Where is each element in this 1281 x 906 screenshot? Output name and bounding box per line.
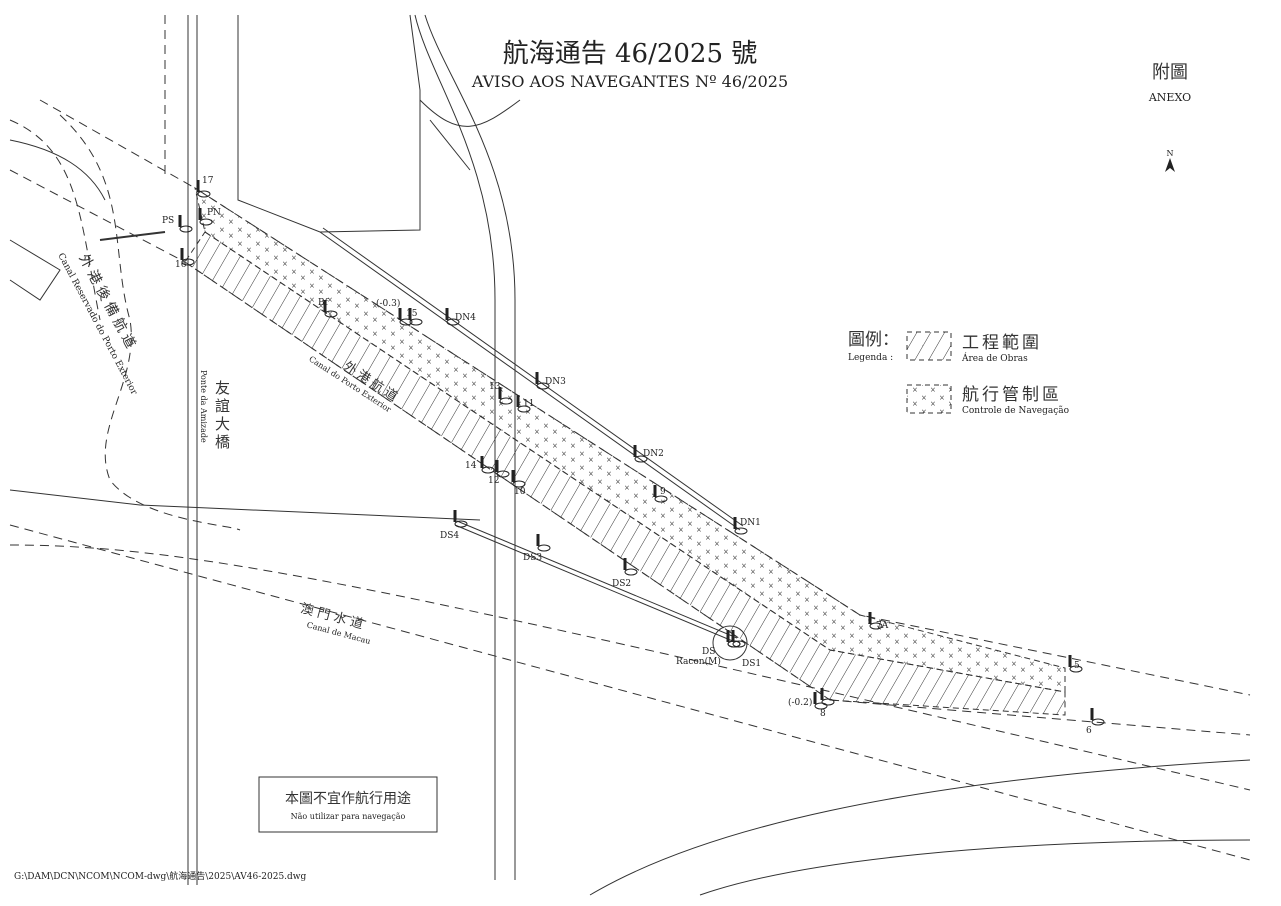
racon-circle bbox=[712, 625, 748, 661]
disclaimer-portuguese: Não utilizar para navegação bbox=[291, 812, 406, 821]
buoys bbox=[178, 180, 1105, 726]
marker-label: 17 bbox=[202, 176, 214, 186]
marker-label: Bf bbox=[318, 298, 329, 308]
marker-label: 5 bbox=[1074, 661, 1080, 671]
buoy-icon bbox=[408, 308, 423, 326]
marker-label: 16 bbox=[175, 260, 187, 270]
svg-text:Área de Obras: Área de Obras bbox=[961, 352, 1028, 364]
buoy-icon bbox=[633, 445, 648, 463]
buoy-icon bbox=[323, 300, 338, 318]
marker-label: DN1 bbox=[740, 518, 761, 528]
marker-label: 10 bbox=[514, 487, 526, 497]
navigation-control-area bbox=[194, 186, 1066, 693]
buoy-icon bbox=[196, 180, 211, 198]
buoy-icon bbox=[653, 485, 668, 503]
legend-cross-swatch bbox=[906, 384, 952, 414]
marker-label: 13 bbox=[489, 382, 501, 392]
svg-text:工程範圍: 工程範圍 bbox=[962, 333, 1042, 353]
marker-label: DN3 bbox=[545, 377, 566, 387]
marker-label: PS bbox=[162, 216, 174, 226]
buoy-icon bbox=[813, 692, 828, 710]
buoy-icon bbox=[198, 208, 213, 226]
marker-label: 9 bbox=[660, 487, 666, 497]
title-portuguese: AVISO AOS NAVEGANTES Nº 46/2025 bbox=[471, 72, 788, 91]
svg-text:圖例：: 圖例： bbox=[848, 330, 899, 350]
marker-label: DS3 bbox=[523, 553, 542, 563]
marker-label: 14 bbox=[465, 461, 477, 471]
buoy-icon bbox=[868, 612, 883, 630]
svg-text:N: N bbox=[1167, 149, 1174, 158]
buoy-icon bbox=[535, 372, 550, 390]
marker-label: DN4 bbox=[455, 313, 476, 323]
marker-label: DS1 bbox=[742, 659, 761, 669]
buoy-icon bbox=[733, 517, 748, 535]
legend: 圖例： Legenda : 工程範圍 Área de Obras 航行管制區 C… bbox=[848, 330, 1069, 416]
channel-limits bbox=[9, 15, 1251, 861]
buoy-icon bbox=[398, 308, 413, 326]
marker-label: 7A bbox=[876, 621, 889, 631]
buoy-icon bbox=[731, 630, 746, 648]
buoy-icon bbox=[453, 510, 468, 528]
friendship-bridge bbox=[187, 15, 198, 885]
works-area bbox=[184, 231, 1066, 716]
buoy-icon bbox=[445, 308, 460, 326]
svg-text:Controle de Navegação: Controle de Navegação bbox=[962, 405, 1069, 416]
marker-label: DN2 bbox=[643, 449, 664, 459]
legend-hatch-swatch bbox=[906, 331, 952, 361]
north-arrow-icon: N bbox=[1165, 149, 1175, 172]
svg-text:友誼大橋: 友誼大橋 bbox=[213, 380, 231, 452]
buoy-icon bbox=[820, 688, 835, 706]
buoy-icon bbox=[1068, 655, 1083, 673]
marker-label: 15 bbox=[406, 309, 418, 319]
coastline-features bbox=[9, 14, 1251, 896]
marker-label: Racon(M) bbox=[676, 656, 721, 667]
marker-label: 6 bbox=[1086, 726, 1092, 736]
buoy-icon bbox=[178, 215, 193, 233]
file-path: G:\DAM\DCN\NCOM\NCOM-dwg\航海通告\2025\AV46-… bbox=[14, 870, 307, 882]
buoy-icon bbox=[480, 456, 495, 474]
buoy-icon bbox=[536, 534, 551, 552]
marker-label: PN bbox=[207, 208, 221, 218]
marker-label: (-0.3) bbox=[376, 298, 400, 309]
marker-label: DS4 bbox=[440, 531, 459, 541]
disclaimer-chinese: 本圖不宜作航行用途 bbox=[285, 790, 411, 807]
buoy-icon bbox=[511, 470, 526, 488]
buoy-icon bbox=[180, 248, 195, 266]
svg-text:Legenda :: Legenda : bbox=[848, 353, 893, 363]
marker-label: 12 bbox=[488, 476, 499, 486]
marker-label: 11 bbox=[523, 399, 534, 409]
buoy-icon bbox=[495, 460, 510, 478]
title-chinese: 航海通告 46/2025 號 bbox=[503, 39, 758, 69]
buoy-icon bbox=[1090, 708, 1105, 726]
buoy-icon bbox=[623, 558, 638, 576]
marker-label: 8 bbox=[820, 709, 826, 719]
svg-text:航行管制區: 航行管制區 bbox=[962, 385, 1062, 405]
disclaimer-box bbox=[258, 776, 438, 833]
annex-chinese: 附圖 bbox=[1152, 62, 1188, 83]
buoy-icon bbox=[516, 395, 531, 413]
annex-portuguese: ANEXO bbox=[1148, 91, 1191, 104]
svg-text:Ponte da Amizade: Ponte da Amizade bbox=[199, 370, 208, 443]
buoy-icon bbox=[498, 387, 513, 405]
marker-label: DS2 bbox=[612, 579, 631, 589]
marker-label: DS bbox=[702, 647, 715, 657]
marker-label: (-0.2) bbox=[788, 697, 812, 708]
